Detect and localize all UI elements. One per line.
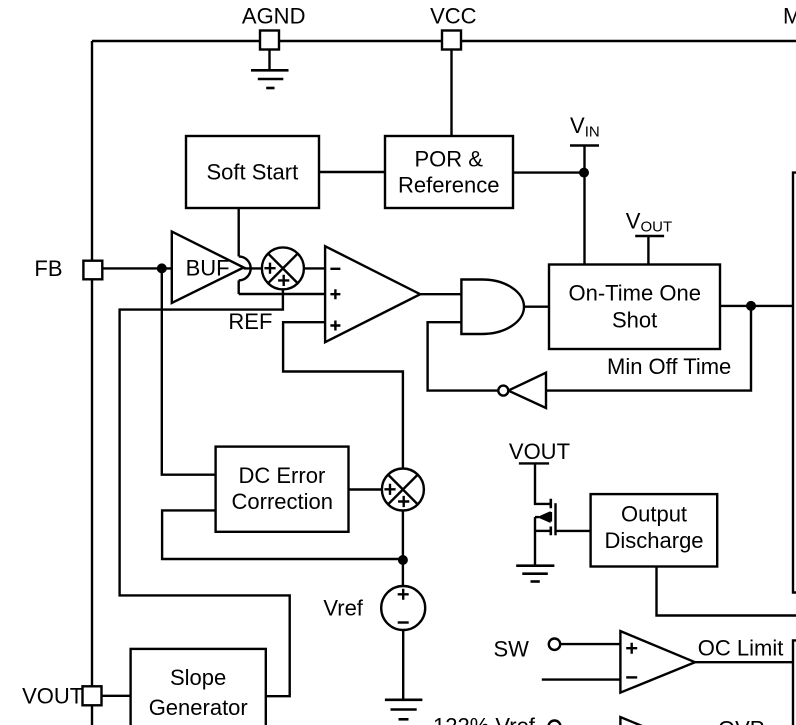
svg-text:Slope: Slope xyxy=(170,665,226,690)
svg-text:FB: FB xyxy=(34,256,62,281)
svg-text:VOUT: VOUT xyxy=(626,209,672,236)
svg-text:Vref: Vref xyxy=(323,596,363,621)
svg-text:122% Vref: 122% Vref xyxy=(433,714,536,725)
svg-text:Reference: Reference xyxy=(398,173,500,198)
svg-text:POR &: POR & xyxy=(415,147,484,172)
svg-text:OVP: OVP xyxy=(718,717,764,725)
svg-text:REF: REF xyxy=(228,309,272,334)
svg-text:AGND: AGND xyxy=(242,4,306,29)
svg-text:SW: SW xyxy=(494,637,530,662)
svg-text:Min Off Time: Min Off Time xyxy=(607,354,731,379)
svg-text:Output: Output xyxy=(621,502,687,527)
svg-text:VCC: VCC xyxy=(430,4,477,29)
svg-text:Shot: Shot xyxy=(612,308,657,333)
svg-text:Discharge: Discharge xyxy=(605,528,704,553)
svg-text:Generator: Generator xyxy=(149,695,248,720)
svg-text:VOUT: VOUT xyxy=(509,439,570,464)
svg-text:VOUT: VOUT xyxy=(22,684,83,709)
svg-text:MODE: MODE xyxy=(783,4,796,29)
svg-text:VIN: VIN xyxy=(570,113,600,140)
svg-text:Soft Start: Soft Start xyxy=(207,160,299,185)
svg-text:DC Error: DC Error xyxy=(239,463,326,488)
svg-text:OC Limit: OC Limit xyxy=(698,636,784,661)
svg-text:Correction: Correction xyxy=(232,489,333,514)
svg-text:On-Time One: On-Time One xyxy=(569,281,701,306)
svg-text:BUF: BUF xyxy=(186,256,230,281)
